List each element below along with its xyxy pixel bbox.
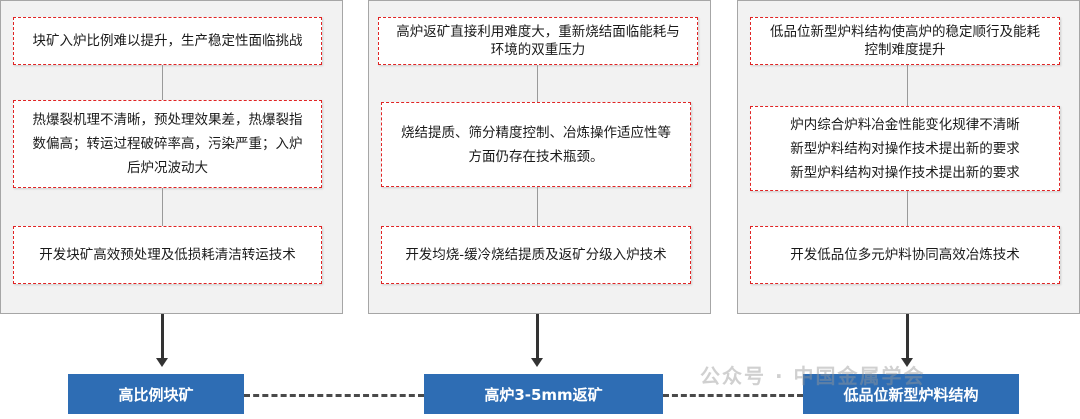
dashed-connector-2: [663, 394, 803, 397]
column-1-bottom-text: 开发块矿高效预处理及低损耗清洁转运技术: [39, 247, 296, 263]
column-3-top-line-2: 控制难度提升: [864, 42, 946, 58]
down-arrow-head-3: [901, 358, 913, 367]
down-arrow-1: [161, 314, 164, 358]
label-box-3: 低品位新型炉料结构: [803, 374, 1019, 414]
column-1-middle-line-3: 后炉况波动大: [127, 160, 208, 176]
column-1-top-text: 块矿入炉比例难以提升，生产稳定性面临挑战: [32, 33, 303, 49]
column-1-middle-line-1: 热爆裂机理不清晰，预处理效果差，热爆裂指: [32, 112, 303, 128]
dashed-connector-1: [244, 394, 424, 397]
down-arrow-head-2: [531, 358, 543, 367]
label-text-2: 高炉3-5mm返矿: [484, 385, 603, 404]
column-2-middle-line-2: 方面仍存在技术瓶颈。: [468, 148, 604, 165]
connector-line: [162, 65, 163, 100]
down-arrow-2: [536, 314, 539, 358]
column-1-middle-box: 热爆裂机理不清晰，预处理效果差，热爆裂指 数偏高；转运过程破碎率高，污染严重；入…: [13, 100, 322, 188]
connector-line: [907, 191, 908, 226]
connector-line: [537, 187, 538, 226]
column-3-top-line-1: 低品位新型炉料结构使高炉的稳定顺行及能耗: [770, 24, 1040, 40]
column-3-middle-line-3: 新型炉料结构对操作技术提出新的要求: [790, 164, 1020, 181]
down-arrow-head-1: [156, 358, 168, 367]
down-arrow-3: [906, 314, 909, 358]
column-2-top-line-1: 高炉返矿直接利用难度大，重新烧结面临能耗与: [396, 24, 680, 40]
watermark-text: 公众号 · 中国金属学会: [700, 364, 926, 388]
connector-line: [162, 188, 163, 226]
column-2-bottom-box: 开发均烧-缓冷烧结提质及返矿分级入炉技术: [381, 226, 691, 284]
column-2-middle-box: 烧结提质、筛分精度控制、冶炼操作适应性等 方面仍存在技术瓶颈。: [381, 102, 691, 187]
connector-line: [537, 65, 538, 102]
column-3-middle-line-1: 炉内综合炉料冶金性能变化规律不清晰: [790, 116, 1020, 133]
column-2-top-line-2: 环境的双重压力: [490, 42, 586, 58]
column-2-bottom-text: 开发均烧-缓冷烧结提质及返矿分级入炉技术: [405, 247, 667, 263]
column-3-bottom-box: 开发低品位多元炉料协同高效冶炼技术: [750, 226, 1060, 284]
label-text-3: 低品位新型炉料结构: [843, 385, 979, 404]
label-box-1: 高比例块矿: [68, 374, 244, 414]
connector-line: [907, 65, 908, 106]
column-3-middle-box: 炉内综合炉料冶金性能变化规律不清晰 新型炉料结构对操作技术提出新的要求 新型炉料…: [750, 106, 1060, 191]
column-3-top-box: 低品位新型炉料结构使高炉的稳定顺行及能耗 控制难度提升: [750, 17, 1060, 65]
column-2-top-box: 高炉返矿直接利用难度大，重新烧结面临能耗与 环境的双重压力: [378, 17, 698, 65]
label-box-2: 高炉3-5mm返矿: [424, 374, 663, 414]
column-1-middle-line-2: 数偏高；转运过程破碎率高，污染严重；入炉: [32, 136, 303, 152]
column-3-bottom-text: 开发低品位多元炉料协同高效冶炼技术: [790, 247, 1020, 263]
column-1-top-box: 块矿入炉比例难以提升，生产稳定性面临挑战: [13, 17, 322, 65]
label-text-1: 高比例块矿: [118, 385, 194, 404]
column-3-middle-line-2: 新型炉料结构对操作技术提出新的要求: [790, 140, 1020, 157]
column-2-middle-line-1: 烧结提质、筛分精度控制、冶炼操作适应性等: [401, 124, 671, 141]
column-1-bottom-box: 开发块矿高效预处理及低损耗清洁转运技术: [13, 226, 322, 284]
